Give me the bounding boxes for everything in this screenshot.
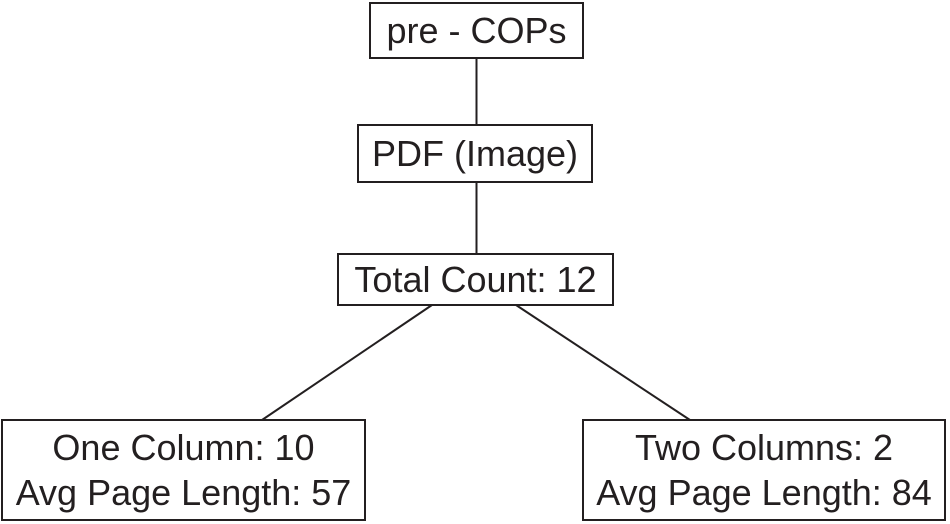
node-one-column: One Column: 10 Avg Page Length: 57 xyxy=(1,419,366,521)
node-two-columns-avg-page-length: Avg Page Length: 84 xyxy=(596,472,932,513)
node-total-count-label: Total Count: 12 xyxy=(354,259,597,300)
connector-total-to-one-column xyxy=(261,304,433,421)
node-pdf-image-label: PDF (Image) xyxy=(371,133,579,174)
node-one-column-avg-page-length: Avg Page Length: 57 xyxy=(15,472,352,513)
node-pre-cops: pre - COPs xyxy=(369,2,584,59)
node-two-columns: Two Columns: 2 Avg Page Length: 84 xyxy=(582,419,946,521)
node-total-count: Total Count: 12 xyxy=(337,253,614,306)
node-one-column-count: One Column: 10 xyxy=(52,427,315,468)
node-two-columns-count: Two Columns: 2 xyxy=(634,427,894,468)
node-pdf-image: PDF (Image) xyxy=(357,124,593,183)
connector-total-to-two-columns xyxy=(515,304,691,421)
node-pre-cops-label: pre - COPs xyxy=(386,10,567,51)
